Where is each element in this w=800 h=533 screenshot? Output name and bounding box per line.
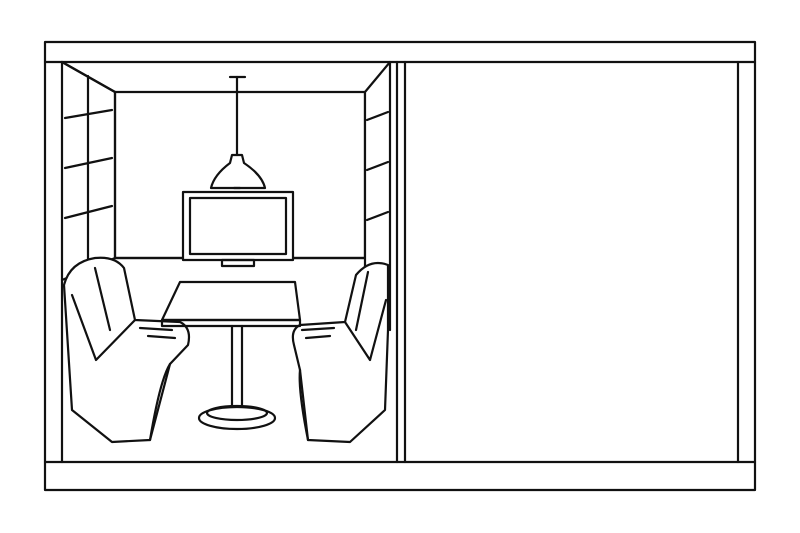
left-booth — [60, 60, 392, 444]
outer-frame — [43, 40, 757, 492]
right-booth — [389, 62, 717, 442]
